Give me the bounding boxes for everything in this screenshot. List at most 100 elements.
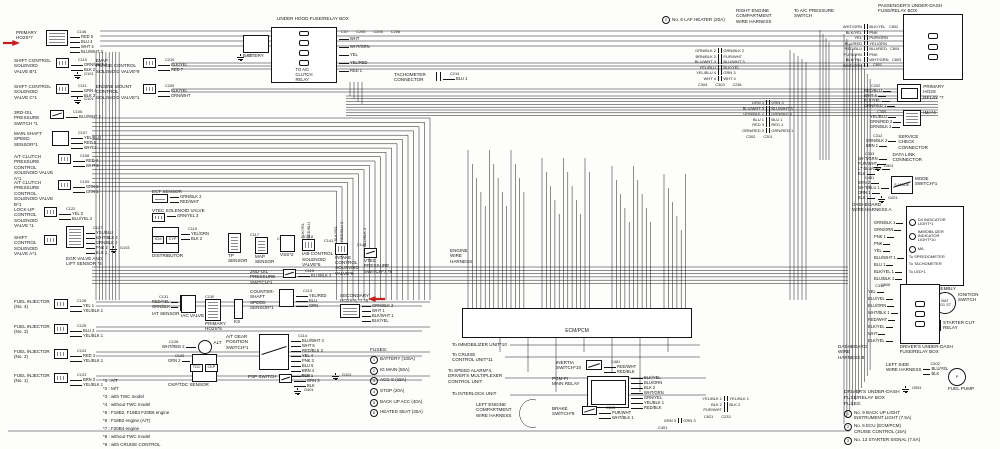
wire-label: WHT <box>868 331 898 338</box>
wire-name: BLU/BLK 1 <box>874 276 895 282</box>
connector-id: C57 <box>341 29 349 35</box>
wire-lead-line <box>631 378 643 379</box>
wire-name: YEL/BLU <box>96 230 113 236</box>
connector-tick-icon <box>863 29 868 35</box>
inertia-switch-box <box>586 360 602 370</box>
wire-label: BLU/WHT 2 <box>66 115 101 120</box>
evap-purge-sol-label: EVAP PURGE CONTROL SOLENOID VALVE*9 <box>96 58 140 74</box>
connector-tick-icon <box>677 418 682 424</box>
wire-lead-line <box>878 164 887 165</box>
wire-label: YEL 4 <box>291 354 324 359</box>
at-clutch-a-sol-connector: C108 <box>80 153 90 158</box>
circled-number-icon: 1 <box>370 356 378 365</box>
iab-control-sol-row: C141 <box>302 238 334 252</box>
wire-lead-line <box>86 248 95 249</box>
tachometer-connector-box <box>436 72 441 81</box>
wire-name: GRN 3 <box>683 418 696 424</box>
wire-label: BLK/YEL <box>362 319 394 324</box>
iac-valve-row: C130 <box>181 295 214 313</box>
distributor-label: DISTRIBUTOR <box>152 253 184 258</box>
iab-control-sol-connector: C141 <box>324 238 334 244</box>
drivers-fuse-list: DRIVER'S UNDER-DASH FUSE/RELAY BOX FUSES… <box>844 390 996 447</box>
list-item-text: *7 : F20B4 engine <box>103 425 140 431</box>
circled-number-icon: 6 <box>370 409 378 418</box>
wire-name: BLK <box>858 195 866 201</box>
third-oil-pressure-sw-box <box>50 110 64 119</box>
wire-label: BLK/YEL <box>868 338 898 345</box>
wire-name: BLU 1 <box>874 262 886 268</box>
dashboard-harness-b: DASHBOARD WIRE HARNESS B <box>838 344 867 360</box>
to-ac-pressure-switch: To A/C PRESSURE SWITCH <box>794 8 834 19</box>
wire-name: RED 5 <box>84 140 97 146</box>
shift-sol-a-box <box>44 235 57 245</box>
wire-name: WHT 1 <box>372 308 385 314</box>
wire-lead-line <box>71 70 83 71</box>
wire-name: BLU/WHT 3 <box>771 105 793 111</box>
wire-name: YEL <box>874 248 882 254</box>
list-item-text: IG MAIN (50A) <box>380 366 410 372</box>
wire-lead-line <box>866 174 875 175</box>
wire-label: RED/WHT <box>604 365 636 370</box>
fuel-injector-2-connector: C124 <box>77 348 87 353</box>
wire-name: GRN/BLK 2 <box>743 111 764 117</box>
fuel-pump-label: FUEL PUMP <box>948 386 975 391</box>
map-sensor-box <box>255 237 268 254</box>
wire-name: YEL/BLK 1 <box>83 308 104 314</box>
wire-name: BLK/YEL <box>868 324 885 330</box>
secondary-ho2s-box <box>340 303 360 318</box>
wire-lead-line <box>158 91 170 92</box>
gnd-g501: G501 <box>874 164 894 172</box>
wire-lead-line <box>291 346 301 347</box>
ima-connector: C305 <box>877 109 887 114</box>
distributor-inner-0: ICM <box>152 236 165 244</box>
to-cruise-col: To CRUISE CONTROL UNIT*11 <box>452 352 493 363</box>
wire-label: BLU/YEL 2 <box>59 217 92 222</box>
wire-lead-line <box>882 91 891 92</box>
gnd-g1: G1 <box>237 54 252 62</box>
at-clutch-b-sol-label: A/T CLUTCH PRESSURE CONTROL SOLENOID VAL… <box>14 180 54 207</box>
conn-c621-block-conn-0: C621 <box>704 413 714 419</box>
to-interlock-label: To INTERLOCK UNIT <box>452 391 497 396</box>
wire-label: PNK 2 <box>86 246 118 251</box>
wire-label: YEL/RED <box>296 294 327 299</box>
map-sensor-label: MAP SENSOR <box>255 254 275 265</box>
wire-lead-line <box>923 369 931 370</box>
ckp-tdc-sensor-connector: C129 <box>175 353 185 358</box>
shift-sol-a: SHIFT CONTROL SOLENOID VALVE A*1 <box>14 235 57 257</box>
gauge-item-label: To LED*1 <box>908 268 926 274</box>
wire-label: ORN 1 <box>858 191 889 196</box>
fuse-icon <box>914 300 925 307</box>
wire-label: GRN/BLK <box>152 305 178 310</box>
main-shaft-speed-sensor-connector: C107 <box>78 130 88 135</box>
wire-name: BLK/YEL <box>864 98 881 104</box>
wire-label: YEL/BLK 1 <box>70 383 103 388</box>
vtec-solenoid-valve-box <box>152 213 165 223</box>
iat-sensor-label: IAT SENSOR <box>152 311 180 316</box>
at-clutch-b-sol-row: A/T CLUTCH PRESSURE CONTROL SOLENOID VAL… <box>14 180 99 207</box>
fuse-icon <box>299 40 309 46</box>
